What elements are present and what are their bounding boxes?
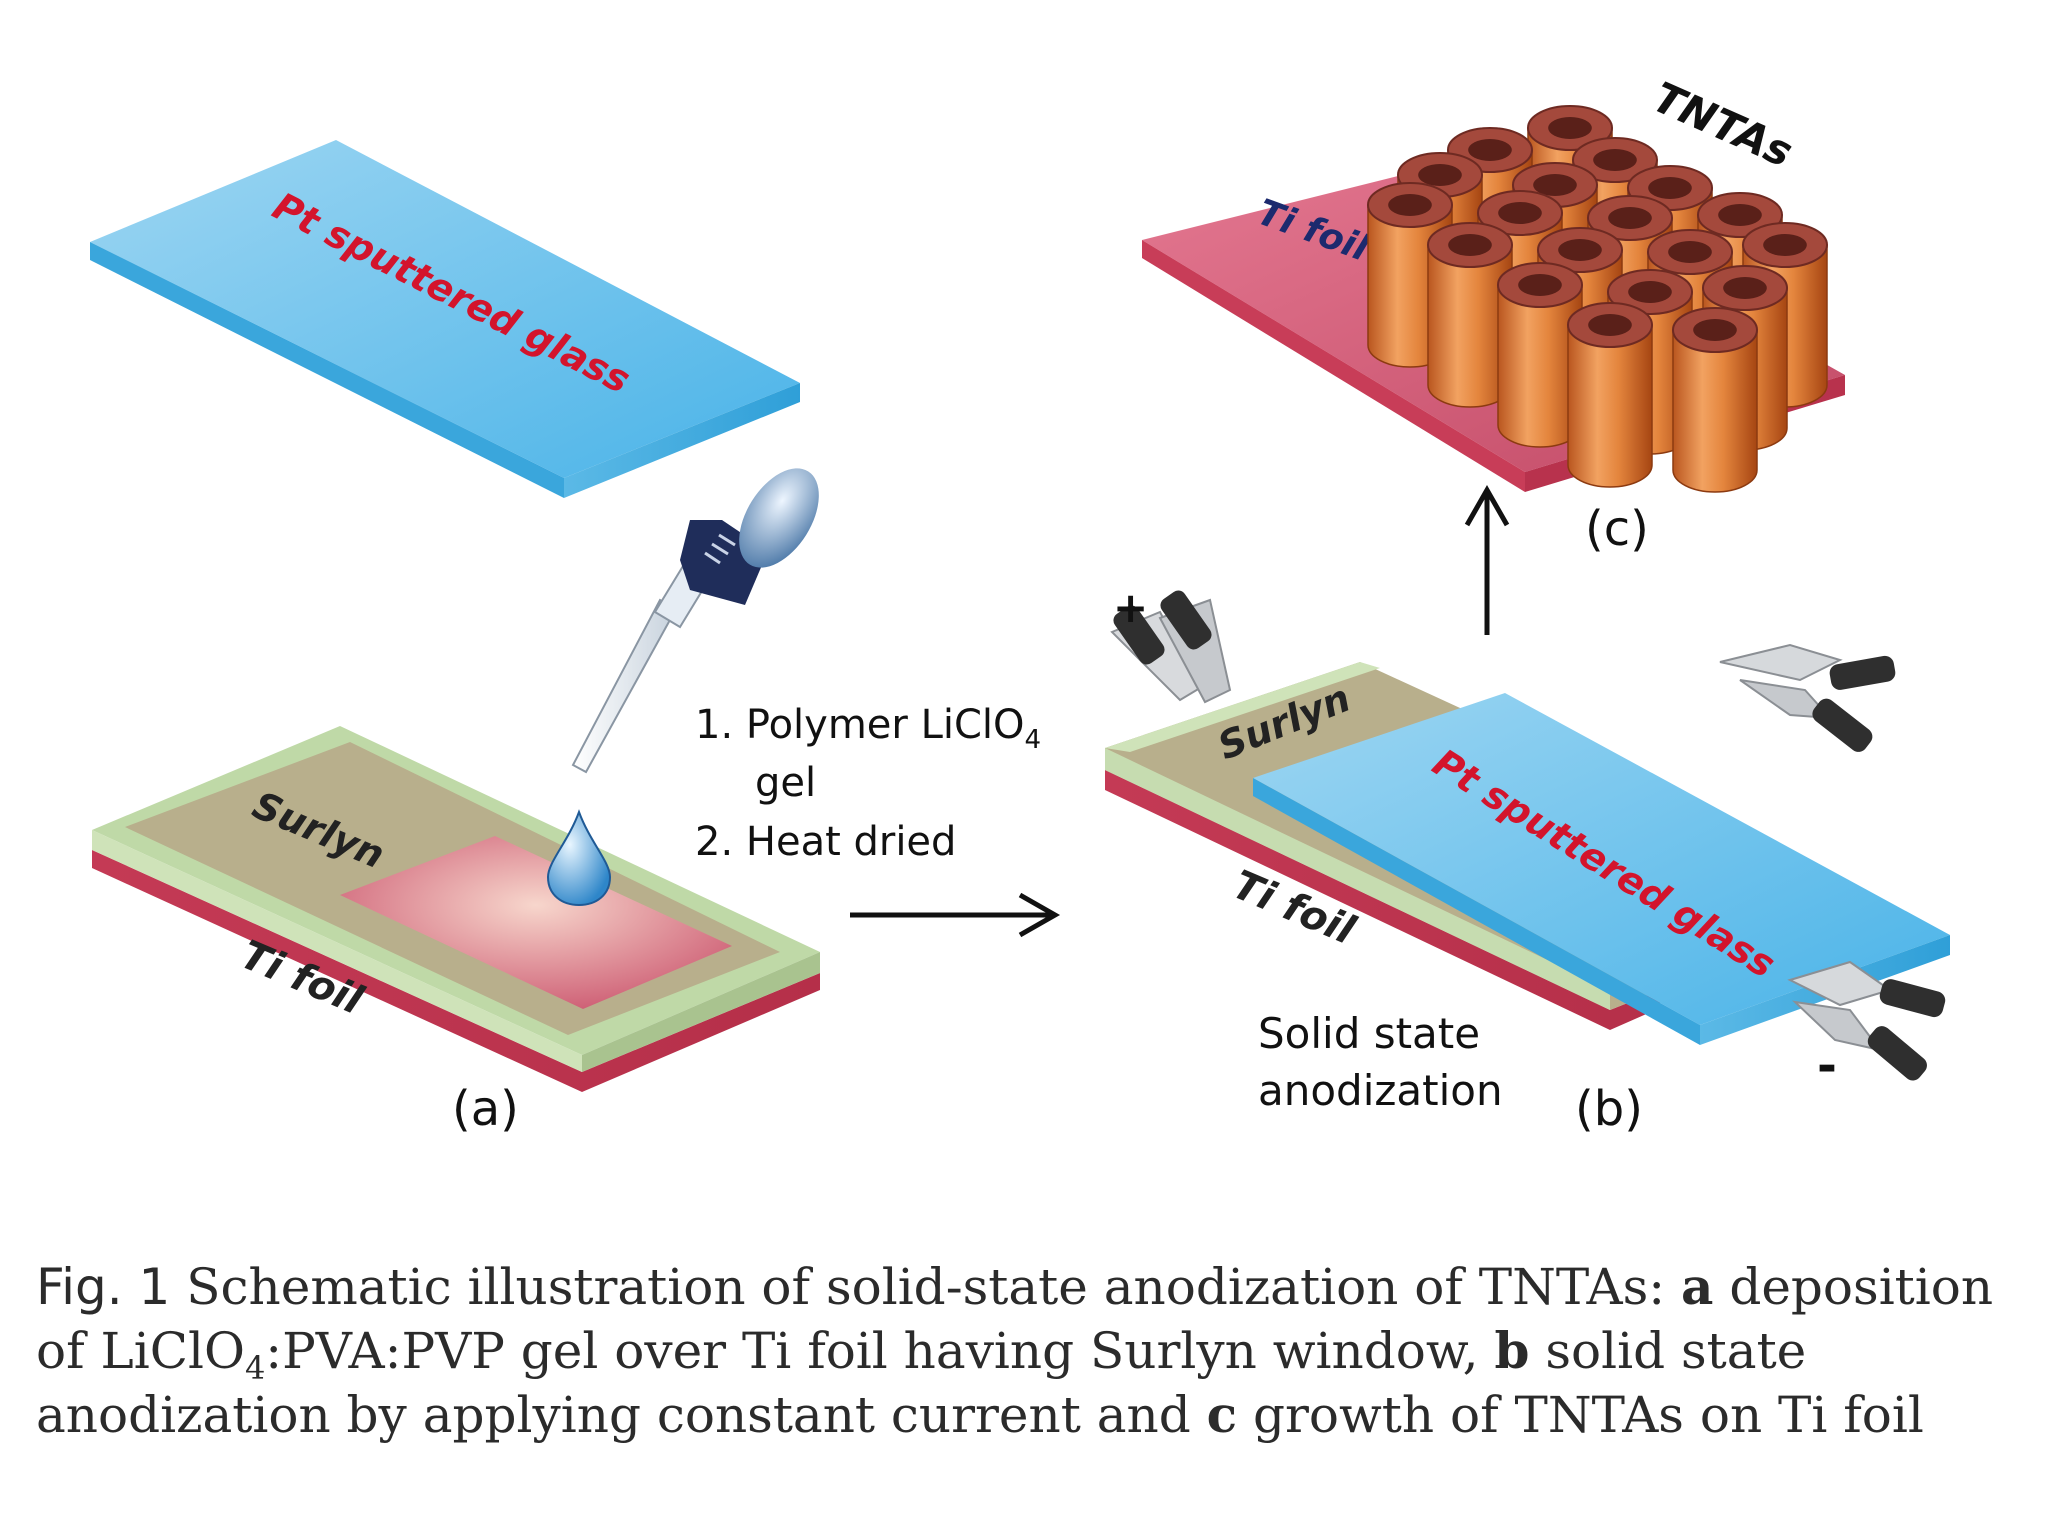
process-steps: 1. Polymer LiClO4 gel 2. Heat dried (695, 702, 1041, 865)
caption-text-5: growth of TNTAs on Ti foil (1252, 1386, 1924, 1444)
caption-bold-b: b (1494, 1321, 1530, 1380)
clip-positive-icon (1110, 590, 1232, 704)
plus-sign: + (1113, 583, 1148, 632)
nanotube-array (1367, 105, 1828, 493)
clip-negative-icon (1787, 960, 1946, 1081)
panel-b-stack: Surlyn Pt sputtered glass Ti foil (1105, 662, 1950, 1045)
caption-bold-c: c (1206, 1385, 1238, 1444)
droplet-icon (546, 809, 612, 907)
panel-a-stack: Surlyn Ti foil (92, 726, 820, 1092)
panel-b-label: (b) (1575, 1081, 1643, 1137)
clip-upper-right-icon (1719, 643, 1896, 752)
figure-caption: Fig. 1 Schematic illustration of solid-s… (36, 1255, 2016, 1447)
caption-text-1: Schematic illustration of solid-state an… (186, 1258, 1666, 1316)
tntas-label: TNTAs (1646, 72, 1800, 176)
caption-bold-a: a (1681, 1257, 1714, 1316)
nanotube (1567, 302, 1653, 488)
nanotube (1497, 262, 1583, 448)
step1-text: 1. Polymer LiClO4 (695, 702, 1041, 755)
caption-text-4: solid state anodization by applying cons… (36, 1322, 1807, 1444)
step2-text: 2. Heat dried (695, 819, 956, 865)
pt-glass-top: Pt sputtered glass (90, 140, 800, 498)
caption-text-2: deposition of LiClO (36, 1258, 1994, 1380)
minus-sign: - (1817, 1038, 1837, 1094)
step1-line2: gel (755, 760, 816, 806)
solid-state-line2: anodization (1258, 1066, 1503, 1115)
panel-c-label: (c) (1585, 501, 1649, 557)
nanotube (1427, 222, 1513, 408)
caption-sub-4: 4 (244, 1349, 266, 1387)
caption-text-3: :PVA:PVP gel over Ti foil having Surlyn … (265, 1322, 1479, 1380)
panel-a-label: (a) (452, 1081, 519, 1137)
solid-state-line1: Solid state (1258, 1009, 1480, 1058)
pipette-icon (571, 468, 819, 774)
nanotube (1672, 307, 1758, 493)
arrow-right-icon (850, 892, 1061, 938)
caption-fig-label: Fig. 1 (36, 1258, 171, 1316)
arrow-up-icon (1464, 484, 1510, 635)
